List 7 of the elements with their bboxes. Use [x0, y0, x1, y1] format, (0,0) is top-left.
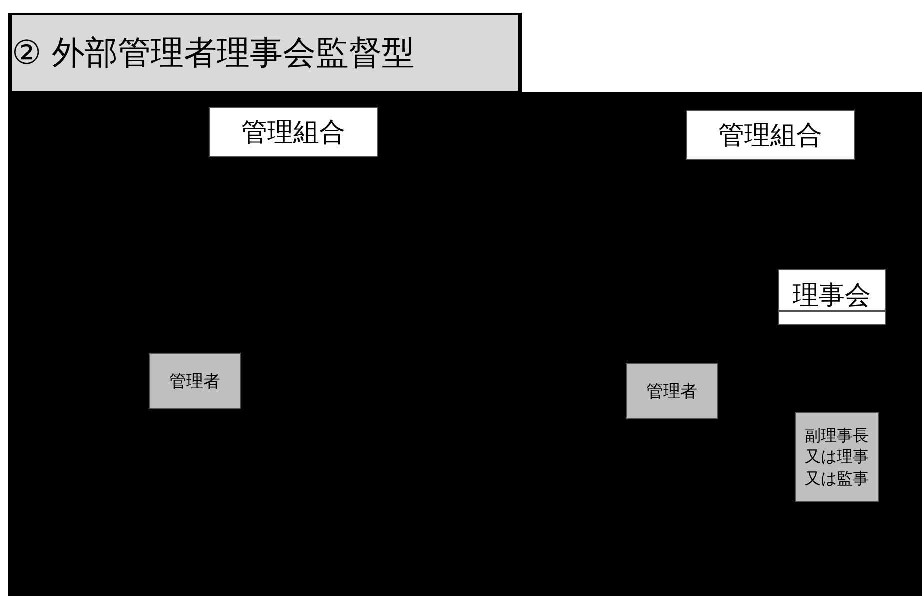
officer-box: 副理事長又は理事又は監事 — [795, 412, 879, 502]
title-banner: ② 外部管理者理事会監督型 — [12, 15, 518, 91]
manager-box: 管理者 — [626, 363, 718, 419]
manager-box: 管理者 — [149, 353, 241, 409]
organization-box: 管理組合 — [209, 107, 378, 157]
organization-box: 管理組合 — [686, 110, 855, 160]
board-box: 理事会 — [778, 269, 886, 325]
